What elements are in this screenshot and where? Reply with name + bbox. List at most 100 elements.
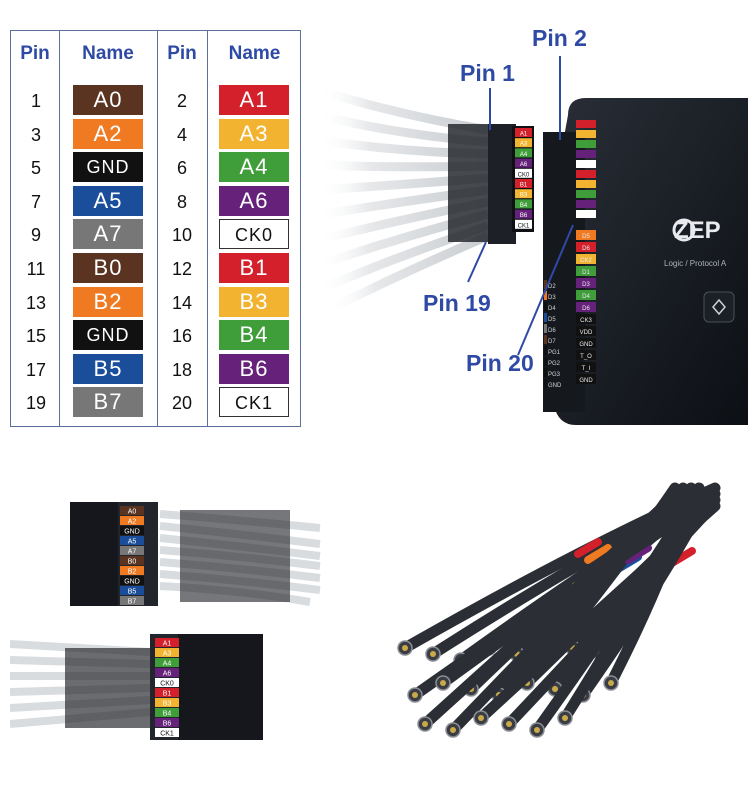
device-pin-label: D5 (548, 317, 556, 323)
probe-fan-photo (397, 482, 721, 738)
pin-name-label: B5 (73, 353, 143, 384)
callout-pin1: Pin 1 (460, 60, 515, 86)
pin-tag-text: A0 (128, 509, 137, 516)
cable-wires (10, 640, 155, 728)
pin-number: 2 (176, 91, 187, 111)
cable-wires (159, 510, 321, 606)
device-pin-label: D6 (582, 306, 590, 312)
device-pin-tag (576, 266, 596, 276)
callout-pin19: Pin 19 (423, 290, 491, 316)
pin-color-tag (515, 199, 532, 209)
pin-number: 5 (30, 158, 41, 179)
pin-tag-text: A3 (163, 651, 172, 658)
pin-name-label: B2 (73, 286, 143, 317)
table-divider (207, 31, 208, 426)
device-pin-label: PG1 (548, 350, 561, 356)
pin20-leader (517, 224, 574, 356)
pin-tag-text: B3 (520, 193, 528, 199)
probe-leads (397, 482, 721, 738)
pin-name-label: B4 (219, 320, 289, 351)
device-pin-label: D3 (548, 295, 556, 301)
pin-tag-text: B2 (128, 569, 137, 576)
pin-color-tag (120, 546, 144, 555)
header-name-right: Name (228, 43, 281, 64)
pin-tag-text: A3 (520, 142, 528, 148)
pin-color-tag (515, 209, 532, 219)
pin-color-tag (515, 219, 532, 229)
pin-color-tag (155, 688, 179, 697)
callout-pin2: Pin 2 (532, 25, 587, 51)
pin-number: 19 (25, 393, 47, 414)
pin-color-tag (515, 168, 532, 178)
pin-tag-text: B6 (163, 721, 172, 728)
pin-color-tag (120, 576, 144, 585)
pin-color-tag (120, 586, 144, 595)
pin-name-label: A0 (73, 85, 143, 115)
pin-number: 15 (25, 326, 47, 347)
pin-color-tag (120, 536, 144, 545)
pin-tag-text: A4 (520, 152, 528, 158)
table-divider (59, 31, 60, 426)
pin-name-label: A5 (73, 185, 143, 216)
pin-tag-text: A5 (128, 539, 137, 546)
device-pin-tag (576, 362, 596, 372)
device-pin-label: D6 (548, 328, 556, 334)
pin-color-tag (155, 718, 179, 727)
pin-name-label: GND (73, 152, 143, 183)
device-pin-label: D7 (548, 339, 556, 345)
pin-number: 4 (176, 124, 187, 145)
pin-color-tag (155, 728, 179, 737)
device-pin-label: PG2 (548, 361, 561, 367)
pin-number: 16 (171, 326, 193, 347)
pin-tag-text: CK1 (518, 223, 530, 229)
pin-color-tag (155, 668, 179, 677)
device-pin-tag (576, 290, 596, 300)
pin-name-label: GND (73, 320, 143, 351)
device-pin-label: T_O (580, 354, 592, 360)
pin-tag-text: A6 (520, 162, 528, 168)
pin-tag-text: B3 (163, 701, 172, 708)
device-connection-photo: ZEP Logic / Protocol A D2D3D4D5D6D7PG1PG… (318, 56, 748, 425)
pin-color-tag (155, 658, 179, 667)
device-pin-tag (576, 374, 596, 384)
pin-color-tag (155, 678, 179, 687)
pin-number: 13 (25, 292, 47, 313)
pin-name-label: A3 (219, 118, 289, 149)
wire-bundle (318, 85, 490, 315)
pin-color-tag (120, 556, 144, 565)
pin-number: 11 (26, 259, 46, 279)
pin-tag-text: B5 (128, 589, 137, 596)
device-pin-tag (576, 350, 596, 360)
pin-name-label: A4 (219, 152, 289, 183)
pin-color-tag (120, 566, 144, 575)
pin19-leader (467, 241, 487, 283)
device-pin-label: GND (548, 383, 562, 389)
device-pin-tag (576, 242, 596, 252)
header-name-left: Name (82, 43, 134, 64)
pin-color-tag (515, 128, 532, 137)
pin-color-tag (120, 596, 144, 605)
header-pin-right: Pin (167, 43, 197, 64)
pin-number: 3 (30, 124, 41, 145)
pin-number: 7 (30, 191, 41, 212)
pin-name-label: B3 (219, 286, 289, 317)
device-pin-label: D6 (582, 246, 590, 252)
pin-name-label: B0 (73, 253, 143, 283)
table-divider (157, 31, 158, 426)
pin-name-label: A1 (219, 85, 289, 115)
pin-color-tag (155, 698, 179, 707)
callout-pin20: Pin 20 (466, 350, 534, 376)
header-pin-left: Pin (20, 43, 50, 64)
pin-name-label: B7 (73, 387, 143, 418)
pin-color-tag (155, 648, 179, 657)
pin-tag-text: B1 (163, 691, 172, 698)
pin-name-label: B1 (219, 253, 289, 283)
pin-tag-text: A6 (163, 671, 172, 678)
pin-color-tag (515, 179, 532, 188)
pin-tag-text: A2 (128, 519, 137, 526)
device-pin-label: D4 (582, 294, 590, 300)
pin-color-tag (515, 189, 532, 199)
